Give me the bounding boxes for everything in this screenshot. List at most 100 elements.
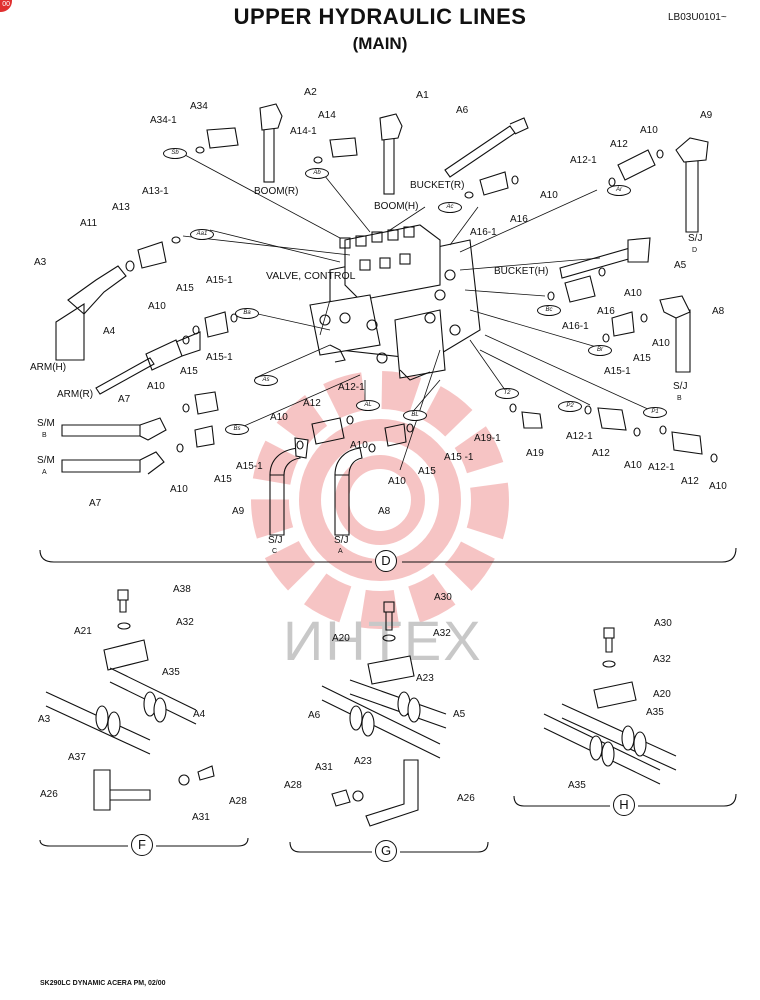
label-a12-1-p2: A12-1 xyxy=(566,431,593,442)
label-a10-b: A10 xyxy=(147,381,165,392)
label-h-a20: A20 xyxy=(653,689,671,700)
label-boom-h: BOOM(H) xyxy=(374,201,419,212)
section-marker-d: D xyxy=(375,550,397,572)
label-sj-d: S/J xyxy=(688,233,703,244)
label-a7-bot: A7 xyxy=(89,498,102,509)
label-g-a31: A31 xyxy=(315,762,333,773)
label-sj-a: S/J xyxy=(334,535,349,546)
label-a9-top: A9 xyxy=(700,110,713,121)
section-marker-g: G xyxy=(375,840,397,862)
port-tag-bc: Bc xyxy=(537,305,561,316)
detail-f xyxy=(39,589,249,847)
footer-text: SK290LC DYNAMIC ACERA PM, 02/00 xyxy=(40,980,166,987)
label-sm-b-circle: B xyxy=(42,432,47,439)
label-f-a3: A3 xyxy=(38,714,51,725)
label-a10-right: A10 xyxy=(652,338,670,349)
label-a19: A19 xyxy=(526,448,544,459)
label-a12-top: A12 xyxy=(610,139,628,150)
label-a16-top: A16 xyxy=(510,214,528,225)
label-a12-p2: A12 xyxy=(592,448,610,459)
label-h-a32: A32 xyxy=(653,654,671,665)
control-valve-body xyxy=(309,224,481,381)
port-tag-p2: P2 xyxy=(558,401,582,412)
label-a15-a: A15 xyxy=(176,283,194,294)
port-tag-ab: Ab xyxy=(305,168,329,179)
label-sj-d-circle: D xyxy=(692,247,698,254)
label-g-a30: A30 xyxy=(434,592,452,603)
label-a34: A34 xyxy=(190,101,208,112)
port-tag-bs: Bs xyxy=(225,424,249,435)
label-sm-b: S/M xyxy=(37,418,55,429)
label-arm-r: ARM(R) xyxy=(57,389,94,400)
label-h-a35-top: A35 xyxy=(646,707,664,718)
label-g-a28: A28 xyxy=(284,780,302,791)
label-bucket-h: BUCKET(H) xyxy=(494,266,549,277)
page-title: UPPER HYDRAULIC LINES xyxy=(233,4,527,29)
corner-badge: 00 xyxy=(0,0,12,12)
label-g-a26: A26 xyxy=(457,793,475,804)
label-a10-c: A10 xyxy=(270,412,288,423)
label-a10-d: A10 xyxy=(170,484,188,495)
label-f-a38: A38 xyxy=(173,584,191,595)
label-bucket-r: BUCKET(R) xyxy=(410,180,465,191)
port-tag-sb: Sb xyxy=(163,148,187,159)
port-tag-bl: BL xyxy=(403,410,427,421)
label-sj-c: S/J xyxy=(268,535,283,546)
document-id: LB03U0101~ xyxy=(668,12,727,23)
label-sm-a-circle: A xyxy=(42,469,47,476)
label-a19-1: A19-1 xyxy=(474,433,501,444)
label-a12-c: A12 xyxy=(303,398,321,409)
label-f-a26: A26 xyxy=(40,789,58,800)
label-a2: A2 xyxy=(304,86,317,98)
label-f-a35: A35 xyxy=(162,667,180,678)
label-a12-1-p1: A12-1 xyxy=(648,462,675,473)
label-sj-c-circle: C xyxy=(272,548,278,555)
label-g-a6: A6 xyxy=(308,710,321,721)
label-a3: A3 xyxy=(34,257,47,268)
label-a5: A5 xyxy=(674,260,687,271)
hose-boom-r xyxy=(259,103,283,183)
label-a15-d: A15 xyxy=(418,466,436,477)
label-g-a20: A20 xyxy=(332,633,350,644)
detail-g xyxy=(289,601,489,853)
label-a12-1-mid: A12-1 xyxy=(338,382,365,393)
label-a8-right: A8 xyxy=(712,306,725,317)
label-a4: A4 xyxy=(103,326,116,337)
label-a13: A13 xyxy=(112,202,130,213)
label-a16-mid: A16 xyxy=(597,306,615,317)
label-f-a21: A21 xyxy=(74,626,92,637)
label-a10-e: A10 xyxy=(388,476,406,487)
label-h-a30: A30 xyxy=(654,618,672,629)
label-a15-1-c: A15-1 xyxy=(236,461,263,472)
label-a16-1-mid: A16-1 xyxy=(562,321,589,332)
hose-boom-h xyxy=(379,113,403,195)
label-a12-1-top: A12-1 xyxy=(570,155,597,166)
label-f-a4: A4 xyxy=(193,709,206,720)
label-sm-a: S/M xyxy=(37,455,55,466)
label-a13-1: A13-1 xyxy=(142,186,169,197)
label-a11: A11 xyxy=(80,218,98,229)
label-a15-right: A15 xyxy=(633,353,651,364)
port-tag-ar: Ar xyxy=(607,185,631,196)
label-a10-top: A10 xyxy=(640,125,658,136)
label-h-a35-bot: A35 xyxy=(568,780,586,791)
label-g-a32: A32 xyxy=(433,628,451,639)
detail-h xyxy=(513,627,737,807)
port-tag-ac: Ac xyxy=(438,202,462,213)
label-a15-1-a: A15-1 xyxy=(206,275,233,286)
label-f-a28: A28 xyxy=(229,796,247,807)
label-arm-h: ARM(H) xyxy=(30,362,67,373)
port-tag-br: Br xyxy=(588,345,612,356)
label-a15-1-b: A15-1 xyxy=(206,352,233,363)
section-marker-h: H xyxy=(613,794,635,816)
label-a9-bot: A9 xyxy=(232,506,245,517)
label-a10-br: A10 xyxy=(540,190,558,201)
label-a10-a: A10 xyxy=(148,301,166,312)
port-tag-as: As xyxy=(254,375,278,386)
label-a12-p1: A12 xyxy=(681,476,699,487)
label-a14-1: A14-1 xyxy=(290,126,317,137)
port-tag-p1: P1 xyxy=(643,407,667,418)
label-g-a5: A5 xyxy=(453,709,466,720)
port-tag-t2: T2 xyxy=(495,388,519,399)
